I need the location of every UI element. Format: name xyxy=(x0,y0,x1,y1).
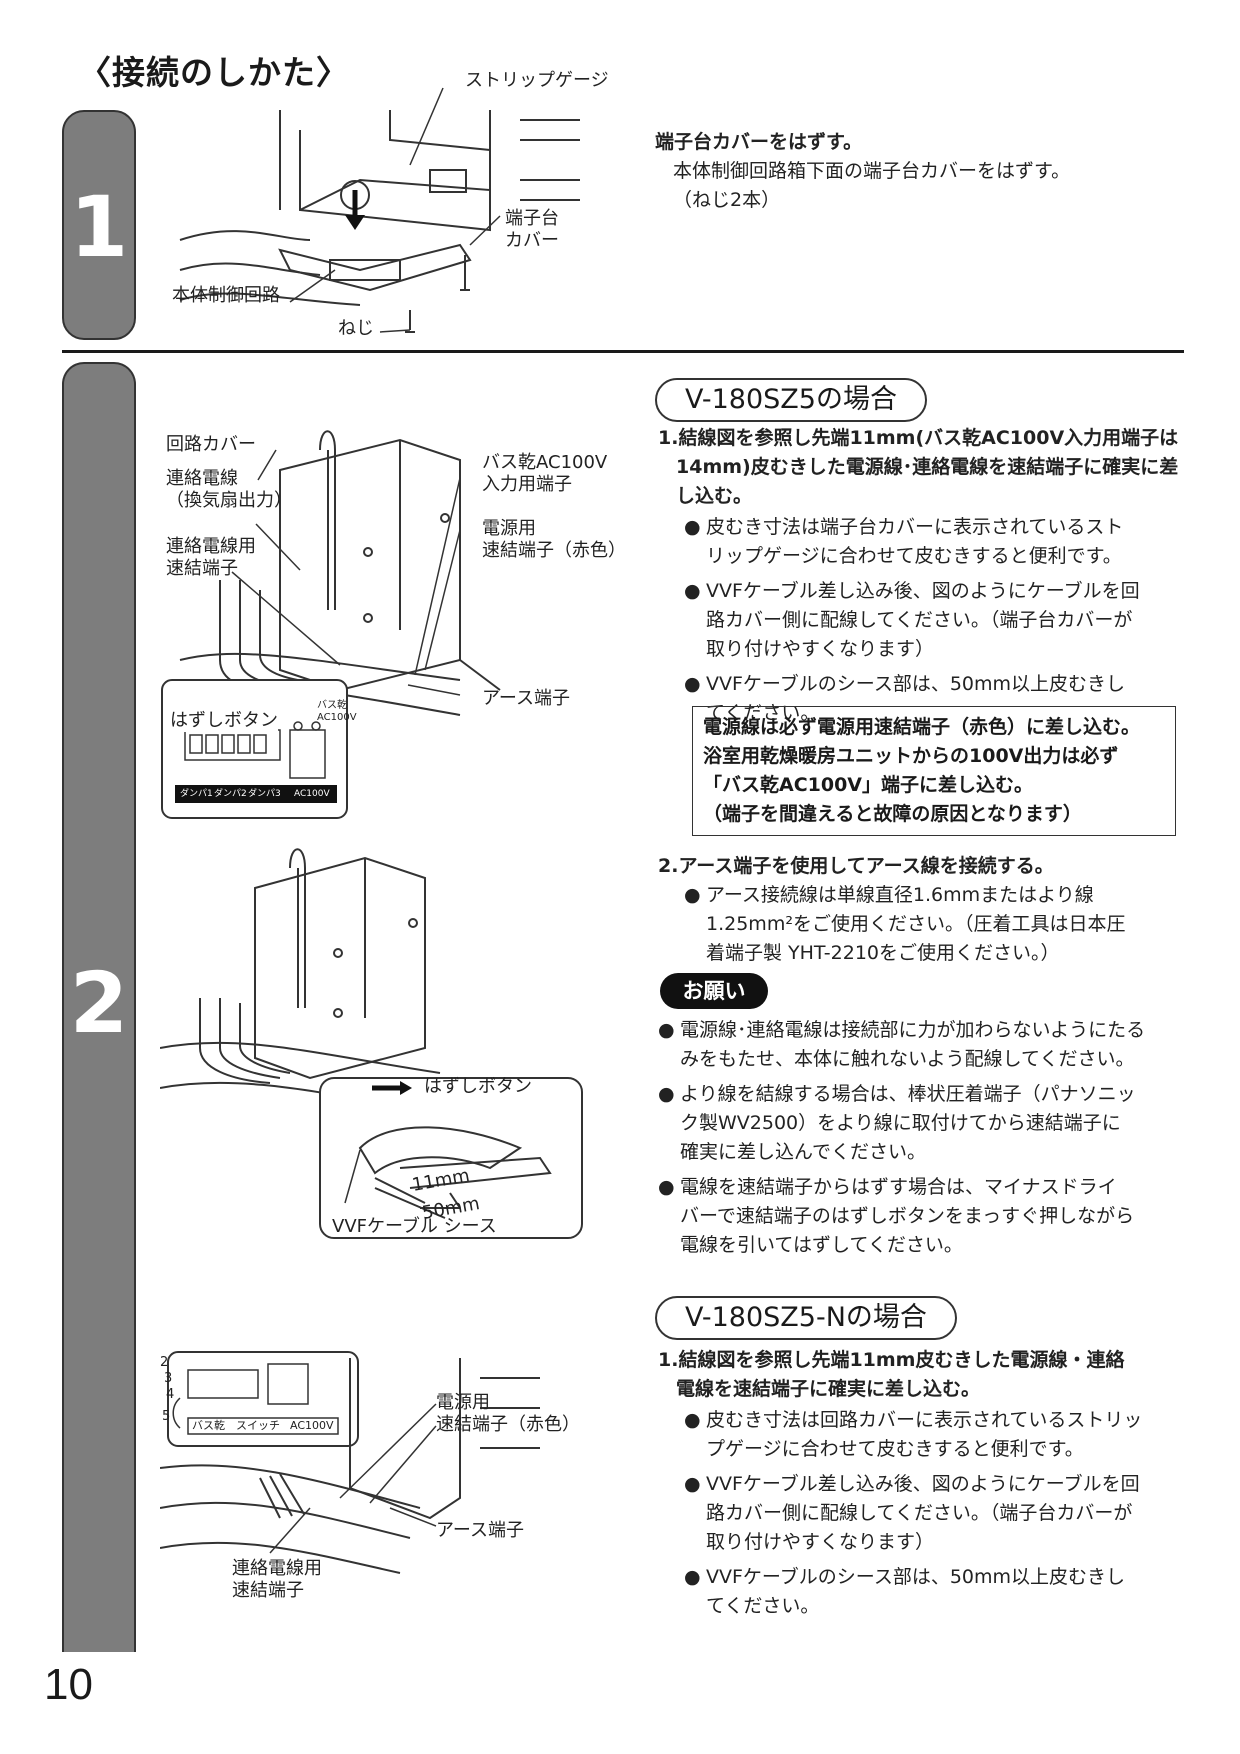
bath-label: バス乾 xyxy=(192,1419,225,1432)
model-a-bullet: アース接続線は単線直径1.6mmまたはより線1.25mm²をご使用ください。（圧… xyxy=(684,881,1183,968)
step2-illustration-2: はずしボタン 11mm 50mm VVFケーブル シース xyxy=(160,848,600,1248)
terminal-cover-label: カバー xyxy=(505,230,559,251)
page-title: 〈接続のしかた〉 xyxy=(78,53,350,92)
caution-line: 電源線は必ず電源用速結端子（赤色）に差し込む。 xyxy=(703,716,1141,738)
caution-box: 電源線は必ず電源用速結端子（赤色）に差し込む。 浴室用乾燥暖房ユニットからの10… xyxy=(692,706,1176,836)
dial-number: 4 xyxy=(166,1387,175,1402)
caution-line: 浴室用乾燥暖房ユニットからの100V出力は必ず xyxy=(703,745,1119,767)
request-item: より線を結線する場合は、棒状圧着端子（パナソニック製WV2500）をより線に取付… xyxy=(658,1080,1183,1167)
step-number: 2 xyxy=(69,954,129,1052)
step-tab-1: 1 xyxy=(62,110,136,340)
step-tab-2: 2 xyxy=(62,362,136,1652)
step2-illustration-1: 回路カバー 連絡電線 （換気扇出力） 連絡電線用 速結端子 バス乾AC100V … xyxy=(160,430,640,820)
release-button-label: はずしボタン xyxy=(170,710,278,732)
model-a-item1: 14mm)皮むきした電源線･連絡電線を速結端子に確実に差し込む。 xyxy=(676,456,1179,507)
model-b-title: V-180SZ5-Nの場合 xyxy=(655,1296,957,1340)
step-number: 1 xyxy=(69,178,129,276)
caution-line: （端子を間違えると故障の原因となります） xyxy=(703,803,1082,825)
model-a-title: V-180SZ5の場合 xyxy=(655,378,927,422)
section-divider xyxy=(62,350,1184,353)
model-b-instructions: 1.結線図を参照し先端11mm皮むきした電源線・連絡 電線を速結端子に確実に差し… xyxy=(658,1346,1183,1621)
link-wire-label: （換気扇出力） xyxy=(166,490,292,511)
request-item: 電源線･連絡電線は接続部に力が加わらないようにたるみをもたせ、本体に触れないよう… xyxy=(658,1016,1183,1074)
release-button-label: はずしボタン xyxy=(424,1076,532,1097)
v180sz5n-terminal-drawing xyxy=(160,1351,540,1574)
step1-illustration: ストリップゲージ 端子台 カバー 本体制御回路 ねじ xyxy=(160,70,640,340)
screw-label: ねじ xyxy=(338,318,374,339)
bath-ac100v-small: AC100V xyxy=(317,712,357,723)
switch-label: スイッチ xyxy=(236,1419,280,1432)
dial-number: 2 xyxy=(160,1355,169,1370)
ac100v-label: AC100V xyxy=(290,1419,334,1432)
bath-input-label: バス乾AC100V xyxy=(482,452,608,473)
model-b-bullet: 皮むき寸法は回路カバーに表示されているストリップゲージに合わせて皮むきすると便利… xyxy=(684,1406,1183,1464)
model-b-item1: 1.結線図を参照し先端11mm皮むきした電源線・連絡 xyxy=(658,1349,1125,1371)
request-item: 電線を速結端子からはずす場合は、マイナスドライバーで速結端子のはずしボタンをまっ… xyxy=(658,1173,1183,1260)
earth-terminal-label: アース端子 xyxy=(482,688,571,709)
model-a-bullet: 皮むき寸法は端子台カバーに表示されているストリップゲージに合わせて皮むきすると便… xyxy=(684,513,1183,571)
damper1-label: ダンパ1 xyxy=(180,789,213,799)
dial-number: 5 xyxy=(162,1409,171,1424)
model-a-item2: 2.アース端子を使用してアース線を接続する。 xyxy=(658,855,1054,877)
step1-line: （ねじ2本） xyxy=(673,189,781,211)
link-terminal-label: 速結端子 xyxy=(232,1580,304,1601)
dial-number: 3 xyxy=(164,1371,173,1386)
terminal-cover-drawing xyxy=(179,87,580,333)
earth-terminal-label: アース端子 xyxy=(436,1520,525,1541)
step1-line: 本体制御回路箱下面の端子台カバーをはずす。 xyxy=(673,160,1071,182)
step2-illustration-3: 2 3 4 5 バス乾 スイッチ AC100V 電源用 速結端子（赤色） アース… xyxy=(160,1348,640,1628)
link-terminal-label: 連絡電線用 xyxy=(232,1558,322,1579)
control-circuit-label: 本体制御回路 xyxy=(172,285,280,306)
power-terminal-label: 速結端子（赤色） xyxy=(436,1414,580,1435)
request-badge: お願い xyxy=(660,973,768,1009)
power-terminal-label: 電源用 xyxy=(482,518,536,539)
step1-heading: 端子台カバーをはずす。 xyxy=(655,131,863,153)
step1-text: 端子台カバーをはずす。 本体制御回路箱下面の端子台カバーをはずす。 （ねじ2本） xyxy=(655,128,1175,215)
page-number: 10 xyxy=(44,1660,93,1709)
model-a-earth-instructions: 2.アース端子を使用してアース線を接続する。 アース接続線は単線直径1.6mmま… xyxy=(658,852,1183,968)
model-b-item1: 電線を速結端子に確実に差し込む。 xyxy=(676,1378,981,1400)
model-a-item1: 1.結線図を参照し先端11mm(バス乾AC100V入力用端子は xyxy=(658,427,1179,449)
caution-line: 「バス乾AC100V」端子に差し込む。 xyxy=(703,774,1034,796)
circuit-cover-label: 回路カバー xyxy=(166,434,256,455)
strip-gauge-label: ストリップゲージ xyxy=(465,70,609,91)
terminal-cover-label: 端子台 xyxy=(505,208,559,229)
request-list: 電源線･連絡電線は接続部に力が加わらないようにたるみをもたせ、本体に触れないよう… xyxy=(658,1016,1183,1260)
vvf-cable-label: VVFケーブル シース xyxy=(332,1216,497,1237)
link-wire-label: 連絡電線 xyxy=(166,468,238,489)
link-terminal-label: 連絡電線用 xyxy=(166,536,256,557)
ac100v-label: AC100V xyxy=(294,789,330,799)
link-terminal-label: 速結端子 xyxy=(166,558,238,579)
damper2-label: ダンパ2 xyxy=(214,789,247,799)
model-a-bullet: VVFケーブル差し込み後、図のようにケーブルを回路カバー側に配線してください。（… xyxy=(684,577,1183,664)
model-b-bullet: VVFケーブル差し込み後、図のようにケーブルを回路カバー側に配線してください。（… xyxy=(684,1470,1183,1557)
power-terminal-label: 電源用 xyxy=(436,1392,490,1413)
bath-input-label: 入力用端子 xyxy=(482,474,572,495)
damper3-label: ダンパ3 xyxy=(248,789,281,799)
model-a-instructions: 1.結線図を参照し先端11mm(バス乾AC100V入力用端子は 14mm)皮むき… xyxy=(658,424,1183,728)
bath-ac100v-small: バス乾 xyxy=(317,700,347,711)
wire-insertion-drawing xyxy=(160,848,583,1239)
power-terminal-label: 速結端子（赤色） xyxy=(482,540,626,561)
